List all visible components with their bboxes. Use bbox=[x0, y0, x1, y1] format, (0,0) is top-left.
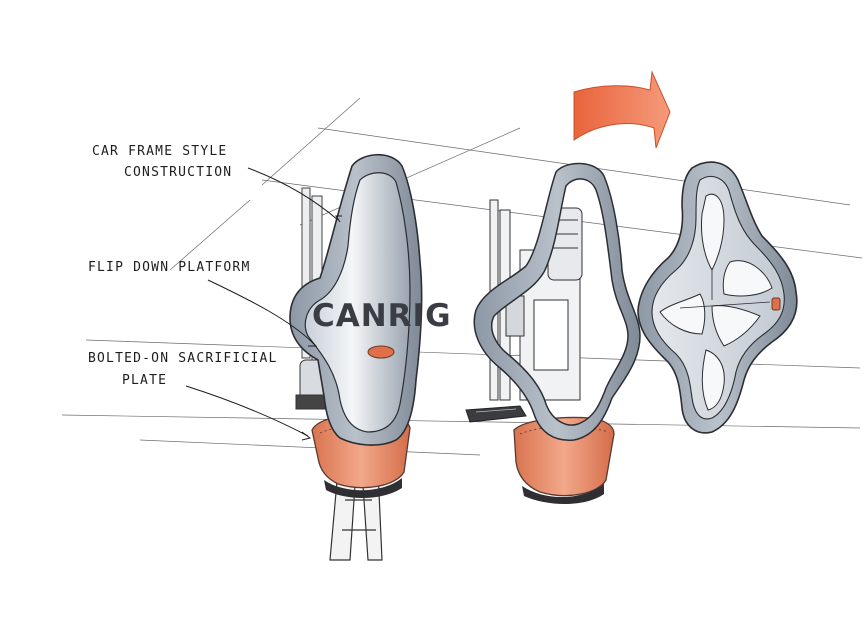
door-latch bbox=[771, 297, 781, 311]
callout-plate-line2: plate bbox=[122, 373, 167, 388]
callout-platform: Flip down platform bbox=[88, 260, 250, 275]
brand-logo: CANRIG bbox=[312, 298, 452, 334]
rotate-arrow-icon bbox=[573, 70, 671, 149]
callout-plate-line1: Bolted-on sacrificial bbox=[88, 351, 278, 366]
main-shell-left: CANRIG bbox=[289, 154, 452, 446]
callout-leaders bbox=[185, 167, 342, 441]
callout-frame-line1: Car frame style bbox=[92, 144, 227, 159]
closed-unit-illustration: CANRIG bbox=[289, 154, 452, 561]
opened-door-illustration bbox=[637, 161, 798, 434]
door-pockets bbox=[659, 193, 773, 411]
sacrificial-plate-middle bbox=[513, 416, 615, 504]
flip-down-platform bbox=[465, 405, 527, 423]
frame-ring bbox=[473, 162, 641, 441]
callout-labels: Car frame style construction Flip down p… bbox=[88, 144, 278, 388]
callout-frame-line2: construction bbox=[124, 165, 232, 180]
open-frame-illustration bbox=[465, 162, 641, 504]
